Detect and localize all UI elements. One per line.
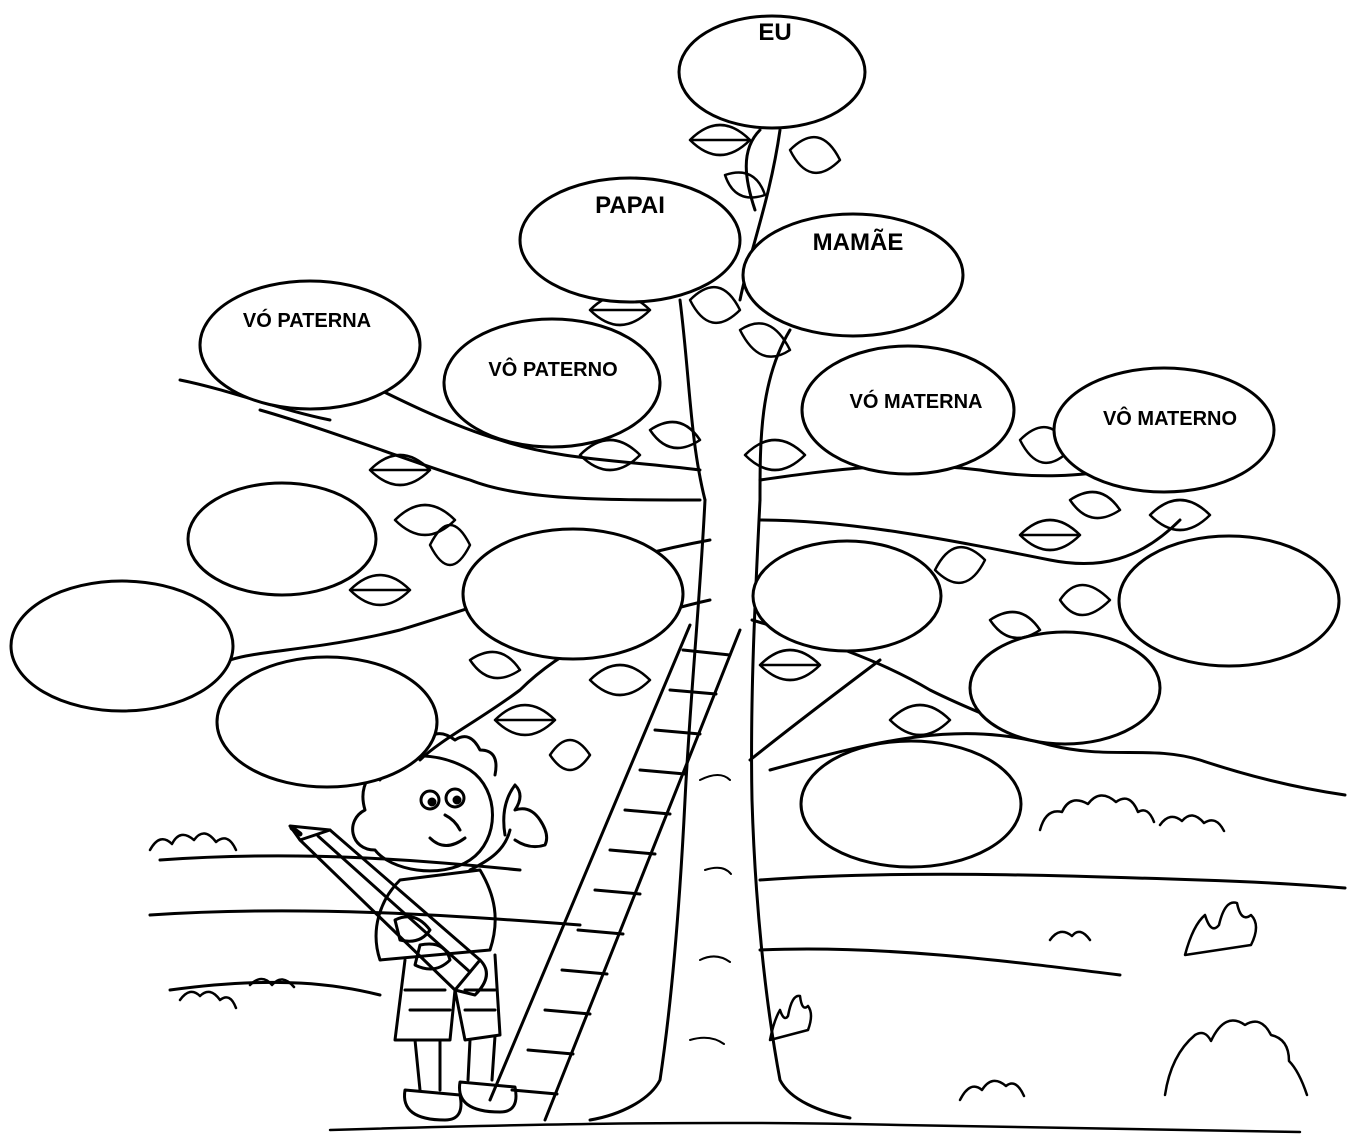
- grass-line: [328, 1121, 1302, 1134]
- ladder: [488, 623, 742, 1122]
- box-vo-paterno[interactable]: VÔ PATERNO: [442, 317, 662, 449]
- tree-leaves: [348, 123, 1212, 772]
- blank-box[interactable]: [215, 655, 439, 789]
- blank-box[interactable]: [799, 739, 1023, 869]
- bushes: [148, 794, 1309, 1102]
- blank-box[interactable]: [9, 579, 235, 713]
- box-eu-label: EU: [758, 19, 791, 46]
- box-mamae-label: MAMÃE: [813, 228, 904, 256]
- box-vo-paterno-label: VÔ PATERNO: [488, 357, 617, 381]
- box-vo-materna-label: VÓ MATERNA: [850, 389, 983, 413]
- box-vo-materno-label: VÔ MATERNO: [1103, 406, 1237, 430]
- tree-trunk: [588, 498, 852, 1122]
- box-vo-materno[interactable]: VÔ MATERNO: [1052, 366, 1276, 494]
- blank-box[interactable]: [186, 481, 378, 597]
- blank-box[interactable]: [461, 527, 685, 661]
- hills: [148, 732, 1347, 997]
- landscape: [148, 732, 1347, 1134]
- box-vo-paterna-label: VÓ PATERNA: [243, 308, 371, 332]
- box-vo-materna[interactable]: VÓ MATERNA: [800, 344, 1016, 476]
- blank-box[interactable]: [1117, 534, 1341, 668]
- box-papai-label: PAPAI: [595, 192, 665, 219]
- box-eu[interactable]: EU: [677, 14, 867, 130]
- blank-box[interactable]: [968, 630, 1162, 746]
- blank-boxes: [9, 481, 1341, 869]
- family-boxes: EU PAPAI MAMÃE VÓ PATERNA VÔ PATERNO VÓ …: [198, 14, 1276, 494]
- box-mamae[interactable]: MAMÃE: [741, 212, 965, 338]
- box-papai[interactable]: PAPAI: [518, 176, 742, 304]
- blank-box[interactable]: [751, 539, 943, 653]
- boy: [288, 732, 549, 1122]
- box-vo-paterna[interactable]: VÓ PATERNA: [198, 279, 422, 411]
